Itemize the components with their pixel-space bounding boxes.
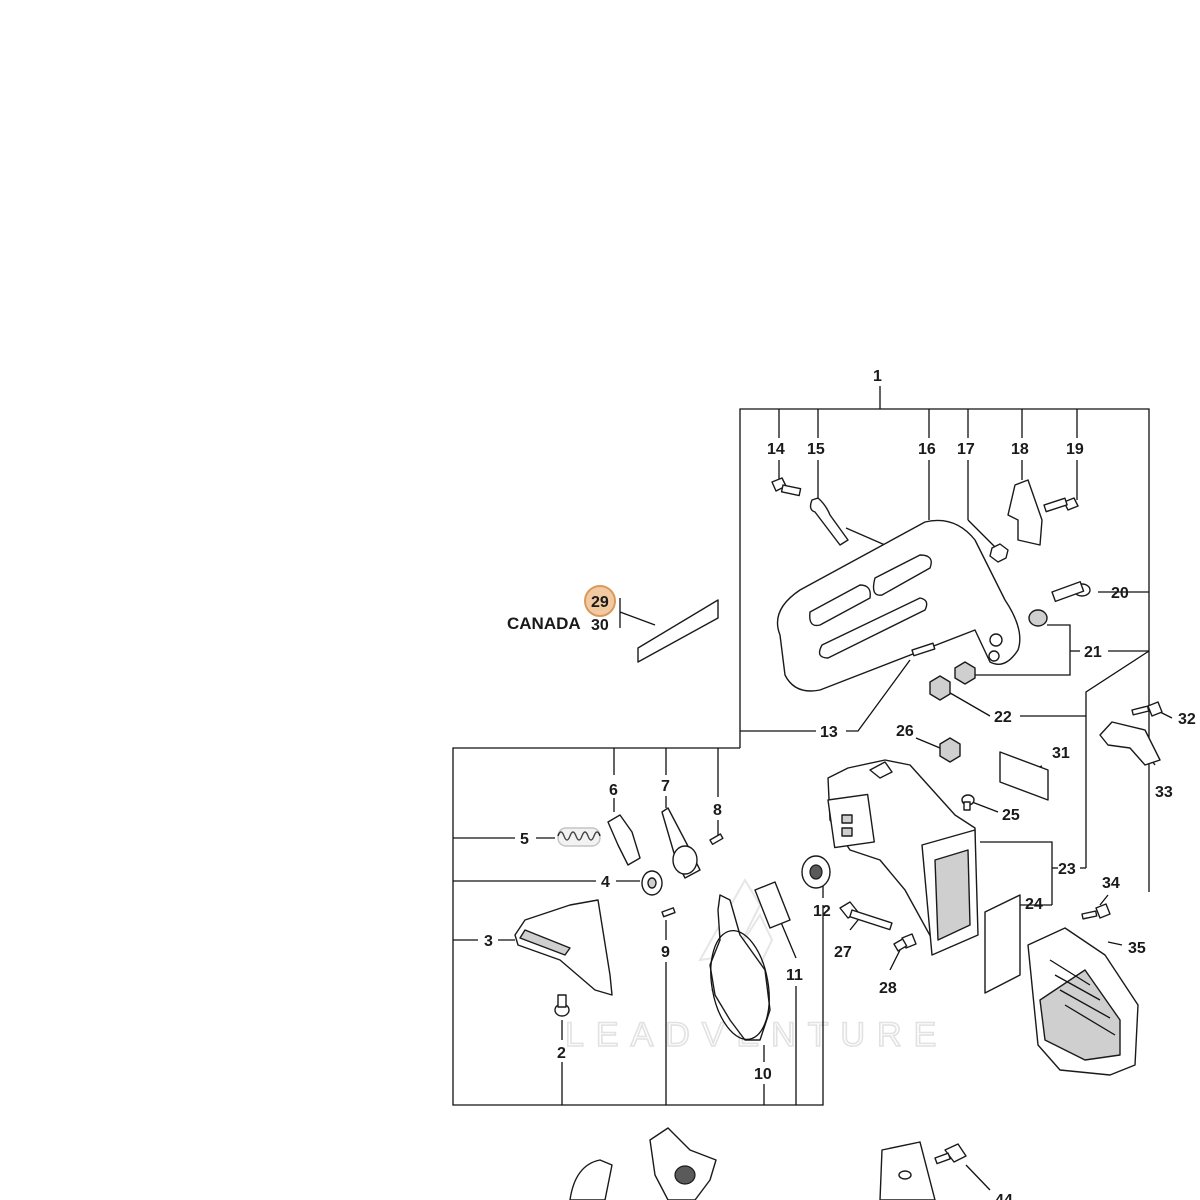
bracket-lines [452, 386, 1173, 1191]
collar-4 [641, 870, 663, 896]
callout-31[interactable]: 31 [1052, 745, 1070, 762]
callout-4[interactable]: 4 [601, 874, 610, 891]
callout-24[interactable]: 24 [1025, 896, 1043, 913]
callout-5[interactable]: 5 [520, 831, 529, 848]
plate-3 [514, 899, 613, 996]
callout-29[interactable]: 29 [591, 594, 609, 611]
region-label: CANADA [507, 614, 581, 633]
callout-25[interactable]: 25 [1002, 807, 1020, 824]
nut-22 [929, 675, 951, 701]
callout-12[interactable]: 12 [813, 903, 831, 920]
nut-17 [989, 543, 1009, 563]
screw-28 [893, 933, 917, 952]
spring-5 [557, 827, 601, 847]
callout-8[interactable]: 8 [713, 802, 722, 819]
callout-7[interactable]: 7 [661, 778, 670, 795]
bolt-14 [771, 477, 802, 497]
bushing-11 [754, 881, 791, 929]
bottom-partial-parts [569, 1127, 967, 1200]
callout-28[interactable]: 28 [879, 980, 897, 997]
callout-1[interactable]: 1 [873, 368, 882, 385]
callout-35[interactable]: 35 [1128, 940, 1146, 957]
screw-2 [554, 994, 570, 1017]
callout-18[interactable]: 18 [1011, 441, 1029, 458]
highlight-marker [584, 585, 616, 617]
cover-35 [1027, 927, 1139, 1076]
label-plate-29-30 [637, 599, 719, 663]
callout-30[interactable]: 30 [591, 617, 609, 634]
callout-2[interactable]: 2 [557, 1045, 566, 1062]
callout-21[interactable]: 21 [1084, 644, 1102, 661]
callout-11[interactable]: 11 [786, 967, 803, 984]
pin-8 [709, 833, 724, 846]
callout-10[interactable]: 10 [754, 1066, 772, 1083]
callout-6[interactable]: 6 [609, 782, 618, 799]
label-31 [999, 751, 1049, 801]
bolt-20 [1051, 581, 1091, 603]
chain-catcher-15 [809, 497, 886, 546]
callout-44[interactable]: 44 [995, 1192, 1013, 1200]
callout-13[interactable]: 13 [820, 724, 838, 741]
part-shapes [514, 477, 1163, 1200]
callout-23[interactable]: 23 [1058, 861, 1076, 878]
guide-plate-16 [776, 519, 1021, 692]
callout-32[interactable]: 32 [1178, 711, 1196, 728]
screw-25 [961, 794, 975, 811]
brake-band-10 [709, 894, 771, 1041]
pin-9 [661, 907, 676, 918]
bracket-33 [1099, 721, 1161, 766]
callout-15[interactable]: 15 [807, 441, 825, 458]
housing-23 [827, 759, 979, 956]
lever-7 [661, 807, 701, 879]
bolt-27 [839, 901, 893, 931]
screw-32 [1131, 701, 1163, 717]
washer-21a [1028, 609, 1048, 627]
callout-27[interactable]: 27 [834, 944, 852, 961]
callout-33[interactable]: 33 [1155, 784, 1173, 801]
bracket-18 [1007, 479, 1043, 546]
pin-13 [911, 642, 936, 657]
callouts: 1 14 15 16 17 18 19 20 21 22 13 29 30 26… [484, 368, 1196, 1200]
screw-34 [1081, 903, 1111, 920]
sprocket-12 [801, 855, 831, 889]
callout-22[interactable]: 22 [994, 709, 1012, 726]
bolt-19 [1043, 497, 1079, 513]
callout-17[interactable]: 17 [957, 441, 975, 458]
callout-9[interactable]: 9 [661, 944, 670, 961]
callout-3[interactable]: 3 [484, 933, 493, 950]
nut-26 [939, 737, 961, 763]
lever-6 [607, 814, 641, 866]
callout-34[interactable]: 34 [1102, 875, 1120, 892]
callout-20[interactable]: 20 [1111, 585, 1129, 602]
callout-16[interactable]: 16 [918, 441, 936, 458]
nut-21b [954, 661, 976, 685]
callout-14[interactable]: 14 [767, 441, 785, 458]
label-24 [984, 894, 1021, 994]
callout-26[interactable]: 26 [896, 723, 914, 740]
callout-19[interactable]: 19 [1066, 441, 1084, 458]
